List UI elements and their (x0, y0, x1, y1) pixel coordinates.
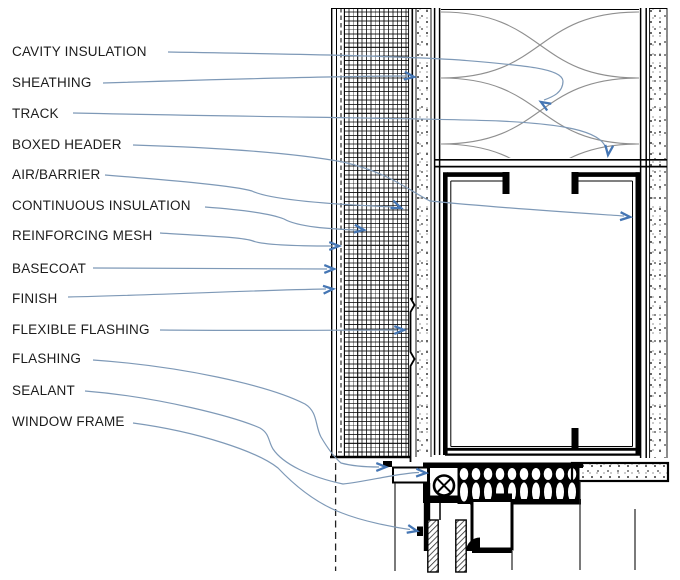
window-frame (417, 483, 514, 573)
callout-flexible-flashing: FLEXIBLE FLASHING (12, 322, 150, 337)
callout-boxed-header: BOXED HEADER (12, 136, 122, 152)
eifs-termination (330, 451, 410, 467)
callout-continuous-insulation: CONTINUOUS INSULATION (12, 197, 191, 213)
callout-window-frame: WINDOW FRAME (12, 414, 125, 429)
callout-cavity-insulation: CAVITY INSULATION (12, 44, 147, 59)
interior-gypsum-stipple (649, 8, 667, 458)
leader-arrowhead (375, 462, 390, 472)
leader-arrowhead (390, 199, 404, 210)
glazing-pane (455, 519, 467, 573)
callout-air-barrier: AIR/BARRIER (12, 167, 101, 182)
track-lines (434, 158, 667, 168)
leader-arrowhead (538, 100, 552, 112)
callout-basecoat: BASECOAT (12, 261, 87, 276)
window-head-assembly (392, 461, 670, 505)
gypsum-soffit-return (570, 461, 670, 483)
cavity-insulation-batt-symbol (441, 11, 639, 158)
leader-arrowhead (619, 211, 634, 222)
callout-reinforcing-mesh: REINFORCING MESH (12, 227, 153, 243)
leader-arrowheads (322, 70, 634, 534)
boxed-header (442, 172, 641, 456)
callout-sheathing: SHEATHING (12, 75, 92, 90)
callout-finish: FINISH (12, 291, 58, 306)
flexible-flashing-line (409, 297, 416, 462)
projection-lines (334, 463, 636, 571)
leader-arrowhead (406, 524, 420, 534)
leader-arrowhead (328, 241, 343, 251)
head-flashing (392, 466, 429, 484)
leader-arrowhead (323, 264, 338, 274)
callout-track: TRACK (12, 105, 59, 121)
callout-flashing: FLASHING (12, 351, 82, 366)
leader-arrowhead (322, 284, 337, 295)
soffit-return-stipple (572, 463, 668, 481)
exterior-sheathing-stipple (416, 8, 431, 457)
leader-arrowhead (415, 467, 430, 478)
glazing-pane (427, 519, 439, 573)
leader-lines (67, 51, 625, 531)
sealant-joint (383, 461, 392, 467)
leader-arrowhead (604, 144, 615, 159)
head-insulation-batt (457, 465, 580, 504)
leader-arrowhead (403, 70, 418, 81)
leader-arrowhead (393, 325, 408, 335)
callout-sealant: SEALANT (12, 383, 75, 398)
leader-arrowhead (353, 223, 368, 234)
